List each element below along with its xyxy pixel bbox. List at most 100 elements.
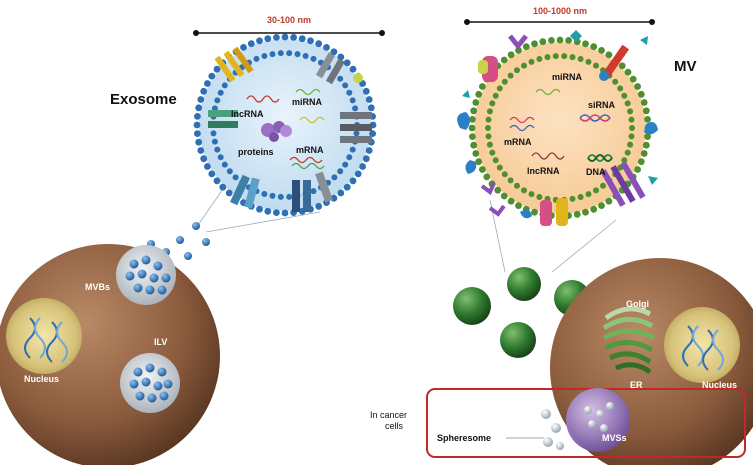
mv-lipid-head — [573, 210, 581, 218]
mv-membrane-protein-red — [599, 44, 630, 81]
exosome-lipid-head — [346, 89, 353, 96]
ilv-intraluminal-vesicle — [129, 379, 139, 389]
ilv-intraluminal-vesicle — [145, 363, 155, 373]
mv-lipid-head — [640, 150, 648, 157]
exosome-lipid-head — [352, 105, 359, 112]
mv-lipid-head — [486, 141, 493, 148]
exosome-lipid-head — [256, 205, 263, 213]
exosome-lipid-head — [214, 146, 221, 153]
cancer-note-line-1: In cancer cells — [370, 410, 410, 431]
exosome-lipid-head — [290, 34, 297, 41]
mv-lipid-head — [522, 43, 530, 51]
exosome-lipid-head — [349, 65, 357, 73]
exosome-mrna-label: mRNA — [296, 145, 324, 155]
mv-lipid-head — [569, 54, 576, 61]
mv-lipid-head — [515, 202, 522, 210]
exosome-lipid-head — [330, 48, 338, 56]
mv-lipid-head — [634, 166, 641, 173]
exosome-lipid-head — [210, 130, 217, 137]
exosome-mirna-strand-2 — [299, 116, 325, 124]
mv-lipid-head — [582, 40, 589, 48]
exosome-lipid-head — [349, 146, 356, 153]
exosome-lipid-head — [221, 161, 228, 168]
mv-lipid-head — [483, 173, 491, 181]
mv-lipid-head — [521, 187, 527, 194]
exosome-lipid-head — [208, 72, 216, 80]
exosome-size-scale: 30-100 nm — [193, 15, 385, 36]
mv-lipid-head — [598, 202, 605, 210]
exosome-lipid-head — [337, 168, 344, 175]
right-nucleus — [664, 307, 740, 383]
mv-receptor-teal-top — [570, 30, 582, 42]
exosome-lipid-head — [337, 75, 344, 82]
exosome-lipid-head — [213, 177, 221, 185]
mvb-intraluminal-vesicle — [149, 273, 159, 283]
exosome-inner-membrane-beads — [210, 50, 360, 200]
mv-lipid-head — [489, 100, 496, 107]
mv-zoom-line-2 — [551, 219, 617, 273]
mv-lipid-head — [496, 85, 503, 92]
mvb-intraluminal-vesicle — [125, 271, 135, 281]
exosome-lipid-head — [261, 191, 268, 197]
exosome-vesicle: lncRNA miRNA proteins mRNA — [193, 33, 377, 217]
exosome-lipid-head — [253, 55, 260, 62]
exosome-lipid-head — [197, 96, 205, 103]
mv-lipid-head — [536, 194, 543, 200]
mv-lipid-head — [624, 68, 632, 76]
mv-lipid-head — [475, 90, 483, 98]
mv-lipid-head — [485, 116, 492, 123]
ilv-intraluminal-vesicle — [135, 391, 145, 401]
mv-lipid-head — [531, 208, 538, 216]
mv-lipid-head — [585, 58, 592, 65]
exosome-lipid-head — [342, 161, 349, 168]
mv-lipid-head — [577, 56, 584, 62]
er-label: ER — [630, 380, 643, 390]
exosome-lipid-head — [214, 97, 221, 104]
exosome-lipid-head — [204, 163, 211, 170]
exosome-lipid-head — [294, 51, 301, 58]
exosome-lncrna-label: lncRNA — [231, 109, 264, 119]
mv-mrna-label: mRNA — [504, 137, 532, 147]
exosome-lipid-head — [365, 147, 373, 154]
mv-lipid-head — [536, 56, 543, 62]
exosome-mirna-label: miRNA — [292, 97, 323, 107]
mv-lipid-head — [500, 192, 508, 200]
mv-lipid-head — [634, 83, 641, 90]
exosome-mrna-strand — [289, 156, 323, 164]
mvb-intraluminal-vesicle — [157, 285, 167, 295]
mv-lipid-head — [637, 90, 645, 98]
exosome-lipid-head — [200, 155, 208, 163]
mv-membrane-protein-purple-right — [600, 161, 646, 207]
mv-lipid-head — [590, 205, 598, 213]
mv-lipid-head — [593, 187, 599, 194]
exosome-lipid-head — [217, 89, 224, 96]
exosome-lipid-head — [349, 97, 356, 104]
mv-lipid-head — [565, 37, 572, 44]
exosome-lipid-head — [310, 188, 317, 195]
mv-sirna-label: siRNA — [588, 100, 616, 110]
exosome-lipid-head — [273, 209, 280, 217]
exosome-lipid-head — [362, 87, 370, 95]
ilv-intraluminal-vesicle — [163, 379, 173, 389]
mv-lipid-head — [629, 75, 637, 83]
mv-lipid-head — [472, 150, 480, 157]
mv-dna-strand-1 — [587, 154, 613, 162]
golgi-label: Golgi — [626, 299, 649, 309]
mv-lipid-head — [492, 157, 499, 164]
mv-lipid-head — [475, 158, 483, 166]
exosome-lncrna-strand — [246, 95, 280, 103]
mv-lipid-head — [548, 37, 555, 44]
mv-lipid-head — [470, 141, 478, 149]
cancer-cells-box: In cancer cells Spheresome MVSs — [370, 388, 746, 458]
mv-receptor-blue-right — [644, 122, 658, 135]
exosome-lipid-head — [353, 130, 360, 137]
mv-lipid-head — [485, 133, 492, 140]
exosome-lipid-head — [194, 113, 201, 120]
exosome-lipid-head — [264, 35, 272, 43]
exosome-lipid-head — [362, 155, 370, 163]
ilv-label: ILV — [154, 337, 167, 347]
mv-lipid-head — [507, 197, 515, 205]
mv-lipid-head — [628, 116, 635, 123]
exosome-lipid-head — [269, 51, 276, 58]
mv-lipid-head — [479, 166, 486, 173]
